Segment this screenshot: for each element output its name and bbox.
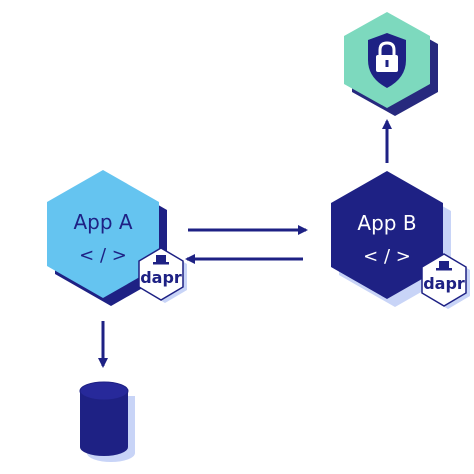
app-b-hex xyxy=(331,171,443,299)
app-b-title: App B xyxy=(357,211,416,235)
app-a-node: App A < / > xyxy=(47,170,167,306)
dapr-hat-icon xyxy=(153,255,169,265)
app-a-title: App A xyxy=(73,210,132,234)
security-node xyxy=(344,12,438,116)
app-a-dapr-label: dapr xyxy=(140,268,182,287)
app-b-dapr-hex xyxy=(421,253,467,307)
dapr-hat-icon xyxy=(436,261,452,271)
app-a-hex xyxy=(47,170,159,298)
database-top xyxy=(79,381,129,401)
app-a-code-icon: < / > xyxy=(79,245,127,266)
app-b-dapr-sidecar: dapr xyxy=(421,253,470,309)
app-a-dapr-sidecar: dapr xyxy=(138,247,187,303)
app-b-code-icon: < / > xyxy=(363,246,411,267)
app-b-dapr-label: dapr xyxy=(423,274,465,293)
app-a-dapr-hex xyxy=(138,247,184,301)
database-body xyxy=(80,391,128,456)
database-icon xyxy=(79,381,135,462)
lock-shield-icon xyxy=(368,33,406,88)
